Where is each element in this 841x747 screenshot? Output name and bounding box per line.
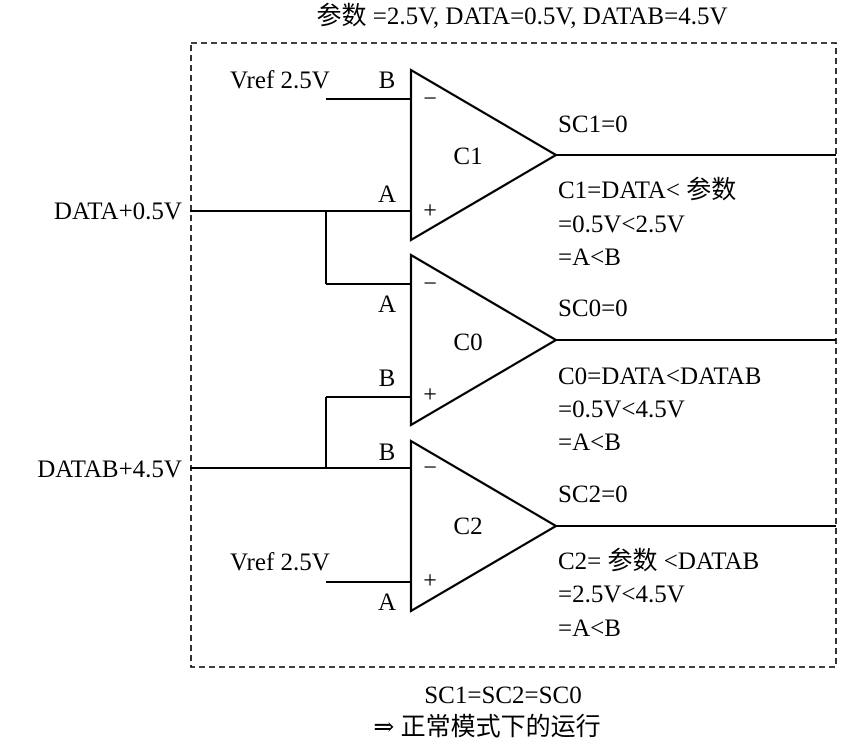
vref-top-label: Vref 2.5V <box>230 67 330 94</box>
c1-minus-sign: − <box>423 86 437 112</box>
c1-plus-sign: + <box>423 198 437 224</box>
c0-eq-line-1: C0=DATA<DATAB <box>558 363 761 390</box>
c1-eq-line-2: =0.5V<2.5V <box>558 211 685 238</box>
c0-pin-a: A <box>378 291 396 318</box>
c2-eq-line-2: =2.5V<4.5V <box>558 581 685 608</box>
footer-equation: SC1=SC2=SC0 <box>424 682 581 709</box>
c1-pin-b: B <box>379 67 396 94</box>
c1-pin-a: A <box>378 181 396 208</box>
c0-eq-line-3: =A<B <box>558 429 621 456</box>
c1-eq-line-1: C1=DATA< 参数 <box>558 176 736 204</box>
c2-eq-line-1: C2= 参数 <DATAB <box>558 547 759 575</box>
vref-bottom-label: Vref 2.5V <box>230 549 330 576</box>
c0-pin-b: B <box>379 365 396 392</box>
c2-minus-sign: − <box>423 455 437 481</box>
c0-name: C0 <box>453 329 482 356</box>
c1-eq-line-3: =A<B <box>558 244 621 271</box>
comparator-c1 <box>409 68 559 242</box>
c2-pin-a: A <box>378 589 396 616</box>
c0-plus-sign: + <box>423 382 437 408</box>
c2-output-label: SC2=0 <box>558 481 628 508</box>
data-input-label: DATA+0.5V <box>54 198 182 225</box>
c1-output-label: SC1=0 <box>558 111 628 138</box>
dashed-boundary <box>190 42 837 668</box>
c2-pin-b: B <box>379 439 396 466</box>
c0-eq-line-2: =0.5V<4.5V <box>558 396 685 423</box>
comparator-c2 <box>409 439 559 613</box>
datab-input-label: DATAB+4.5V <box>37 456 182 483</box>
footer-conclusion: ⇒ 正常模式下的运行 <box>373 713 600 741</box>
c0-output-label: SC0=0 <box>558 295 628 322</box>
header-title: 参数 =2.5V, DATA=0.5V, DATAB=4.5V <box>316 2 727 30</box>
c2-name: C2 <box>453 513 482 540</box>
comparator-c0 <box>409 253 559 427</box>
c2-plus-sign: + <box>423 568 437 594</box>
c2-eq-line-3: =A<B <box>558 615 621 642</box>
c0-minus-sign: − <box>423 271 437 297</box>
c1-name: C1 <box>453 143 482 170</box>
